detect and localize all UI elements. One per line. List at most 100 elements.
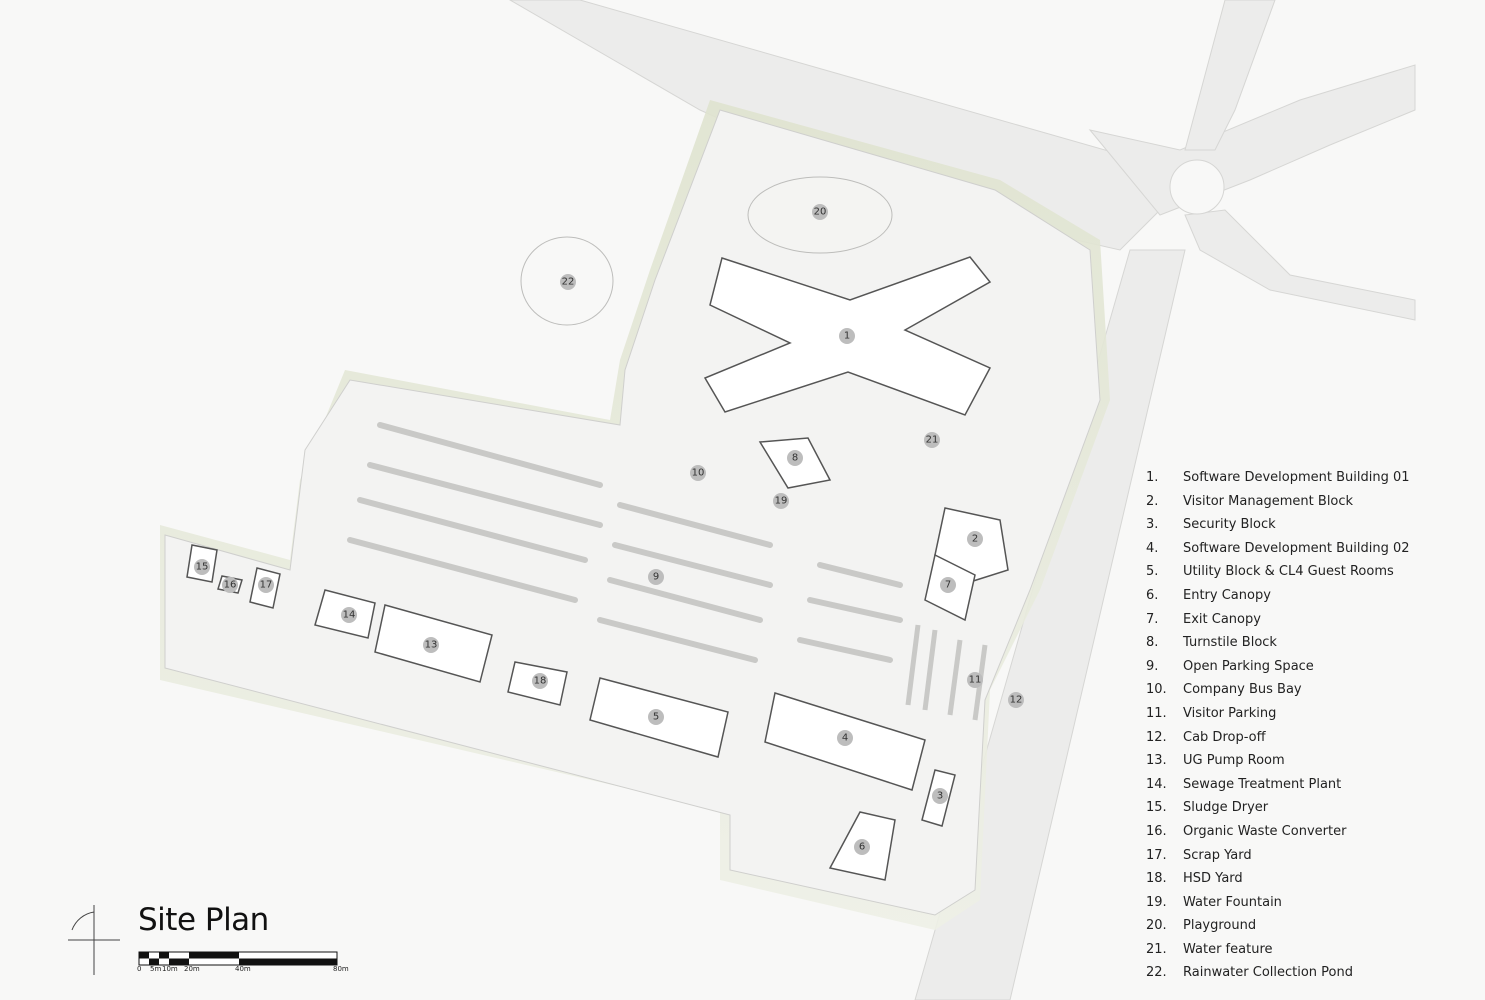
marker-label: 9 xyxy=(653,572,659,583)
legend-number: 14. xyxy=(1146,776,1167,792)
legend-number: 3. xyxy=(1146,517,1159,533)
marker-circle xyxy=(423,637,439,653)
legend-label: Water feature xyxy=(1183,941,1273,957)
legend-label: Open Parking Space xyxy=(1183,658,1314,674)
map-marker: 18 xyxy=(532,673,548,689)
scale-labels: 0 5m 10m 20m 40m 80m xyxy=(0,965,400,979)
map-marker: 7 xyxy=(940,577,956,593)
marker-label: 12 xyxy=(1010,695,1023,706)
marker-label: 6 xyxy=(859,842,865,853)
scale-label: 40m xyxy=(235,965,251,973)
legend-item: 18.HSD Yard xyxy=(1146,867,1476,891)
marker-circle xyxy=(532,673,548,689)
marker-label: 11 xyxy=(969,675,982,686)
map-marker: 13 xyxy=(423,637,439,653)
marker-label: 10 xyxy=(692,468,705,479)
marker-circle xyxy=(560,274,576,290)
marker-circle xyxy=(341,607,357,623)
legend-label: Exit Canopy xyxy=(1183,611,1261,627)
legend-item: 16. Organic Waste Converter xyxy=(1146,820,1476,844)
map-marker: 2 xyxy=(967,531,983,547)
marker-label: 22 xyxy=(562,277,575,288)
map-marker: 1 xyxy=(839,328,855,344)
legend-label: Sewage Treatment Plant xyxy=(1183,776,1342,792)
map-marker: 9 xyxy=(648,569,664,585)
legend-item: 22.Rainwater Collection Pond xyxy=(1146,961,1476,985)
north-arrow-icon xyxy=(68,905,120,975)
legend-number: 16. xyxy=(1146,823,1167,839)
marker-circle xyxy=(773,493,789,509)
marker-label: 1 xyxy=(844,331,850,342)
scale-label: 5m xyxy=(150,965,162,973)
page-title: Site Plan xyxy=(138,902,269,938)
scale-label: 20m xyxy=(184,965,200,973)
legend-item: 8.Turnstile Block xyxy=(1146,631,1476,655)
marker-circle xyxy=(839,328,855,344)
map-marker: 12 xyxy=(1008,692,1024,708)
scale-label: 10m xyxy=(162,965,178,973)
parking-rows xyxy=(347,422,903,663)
legend-label: HSD Yard xyxy=(1183,871,1243,887)
marker-circle xyxy=(924,432,940,448)
legend-label: Water Fountain xyxy=(1183,894,1282,910)
legend-label: Company Bus Bay xyxy=(1183,682,1302,698)
map-marker: 22 xyxy=(560,274,576,290)
legend-item: 17.Scrap Yard xyxy=(1146,844,1476,868)
legend-number: 4. xyxy=(1146,540,1159,556)
legend-item: 1.Software Development Building 01 xyxy=(1146,466,1476,490)
legend-number: 22. xyxy=(1146,965,1167,981)
legend-label: Visitor Parking xyxy=(1183,705,1277,721)
legend-item: 13. UG Pump Room xyxy=(1146,749,1476,773)
marker-circle xyxy=(194,559,210,575)
legend-label: Visitor Management Block xyxy=(1183,493,1354,509)
legend-label: Entry Canopy xyxy=(1183,587,1271,603)
legend-item: 5.Utility Block & CL4 Guest Rooms xyxy=(1146,560,1476,584)
map-marker: 15 xyxy=(194,559,210,575)
scale-bar xyxy=(138,951,338,966)
legend-number: 7. xyxy=(1146,611,1159,627)
marker-circle xyxy=(787,450,803,466)
marker-circle xyxy=(967,672,983,688)
legend-item: 3. Security Block xyxy=(1146,513,1476,537)
marker-label: 16 xyxy=(224,580,237,591)
roundabout xyxy=(1169,159,1225,215)
marker-label: 15 xyxy=(196,562,209,573)
legend-item: 11.Visitor Parking xyxy=(1146,702,1476,726)
map-marker: 17 xyxy=(258,577,274,593)
map-marker: 8 xyxy=(787,450,803,466)
marker-label: 3 xyxy=(937,791,943,802)
marker-circle xyxy=(967,531,983,547)
marker-label: 4 xyxy=(842,733,848,744)
legend-number: 21. xyxy=(1146,941,1167,957)
legend-item: 19.Water Fountain xyxy=(1146,891,1476,915)
legend-item: 21. Water feature xyxy=(1146,938,1476,962)
legend-item: 9. Open Parking Space xyxy=(1146,655,1476,679)
marker-label: 20 xyxy=(814,207,827,218)
legend-number: 9. xyxy=(1146,658,1159,674)
scale-label: 0 xyxy=(137,965,142,973)
marker-circle xyxy=(812,204,828,220)
legend-number: 12. xyxy=(1146,729,1167,745)
legend-label: UG Pump Room xyxy=(1183,753,1285,769)
legend-label: Organic Waste Converter xyxy=(1183,823,1347,839)
legend-number: 6. xyxy=(1146,587,1159,603)
legend-item: 12.Cab Drop-off xyxy=(1146,726,1476,750)
legend-label: Security Block xyxy=(1183,517,1276,533)
marker-label: 8 xyxy=(792,453,798,464)
map-marker: 11 xyxy=(967,672,983,688)
legend-label: Software Development Building 02 xyxy=(1183,540,1410,556)
map-marker: 4 xyxy=(837,730,853,746)
legend-item: 20.Playground xyxy=(1146,914,1476,938)
marker-label: 13 xyxy=(425,640,438,651)
legend-label: Utility Block & CL4 Guest Rooms xyxy=(1183,564,1394,580)
legend-number: 13. xyxy=(1146,753,1167,769)
marker-label: 2 xyxy=(972,534,978,545)
map-marker: 14 xyxy=(341,607,357,623)
legend-number: 15. xyxy=(1146,800,1167,816)
marker-label: 21 xyxy=(926,435,939,446)
legend-number: 20. xyxy=(1146,918,1167,934)
marker-label: 7 xyxy=(945,580,951,591)
